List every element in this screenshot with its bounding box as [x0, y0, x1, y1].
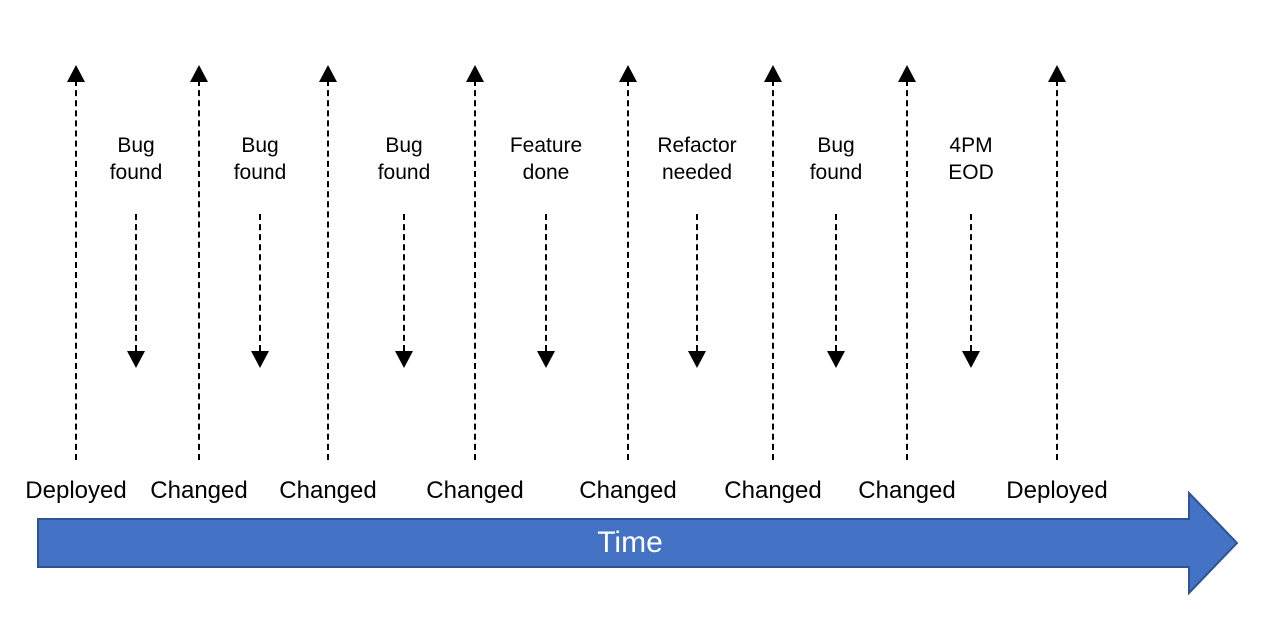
event-label: Bug found — [809, 134, 863, 184]
down-dashed-line — [403, 214, 405, 351]
up-dashed-line — [1056, 80, 1058, 460]
marker-label: Changed — [426, 477, 524, 504]
event-label: Bug found — [109, 134, 163, 184]
down-arrowhead-icon — [688, 351, 706, 368]
event-label: 4PM EOD — [948, 134, 994, 184]
up-dashed-line — [198, 80, 200, 460]
down-arrowhead-icon — [395, 351, 413, 368]
down-dashed-line — [835, 214, 837, 351]
up-arrowhead-icon — [67, 65, 85, 82]
event-label: Refactor needed — [657, 134, 737, 184]
up-arrowhead-icon — [619, 65, 637, 82]
up-dashed-line — [474, 80, 476, 460]
up-arrowhead-icon — [466, 65, 484, 82]
marker-label: Changed — [579, 477, 677, 504]
up-arrowhead-icon — [1048, 65, 1066, 82]
down-dashed-line — [135, 214, 137, 351]
up-dashed-line — [772, 80, 774, 460]
event-label: Bug found — [377, 134, 431, 184]
up-arrowhead-icon — [764, 65, 782, 82]
down-arrowhead-icon — [962, 351, 980, 368]
marker-label: Deployed — [25, 477, 127, 504]
down-arrowhead-icon — [827, 351, 845, 368]
up-arrowhead-icon — [190, 65, 208, 82]
down-arrowhead-icon — [127, 351, 145, 368]
down-dashed-line — [970, 214, 972, 351]
event-label: Feature done — [509, 134, 583, 184]
down-dashed-line — [259, 214, 261, 351]
down-dashed-line — [696, 214, 698, 351]
marker-label: Changed — [724, 477, 822, 504]
up-dashed-line — [327, 80, 329, 460]
event-label: Bug found — [233, 134, 287, 184]
down-arrowhead-icon — [537, 351, 555, 368]
time-axis-label: Time — [597, 526, 663, 559]
marker-label: Changed — [858, 477, 956, 504]
up-arrowhead-icon — [898, 65, 916, 82]
up-dashed-line — [627, 80, 629, 460]
up-arrowhead-icon — [319, 65, 337, 82]
up-dashed-line — [75, 80, 77, 460]
marker-label: Changed — [279, 477, 377, 504]
down-dashed-line — [545, 214, 547, 351]
up-dashed-line — [906, 80, 908, 460]
marker-label: Deployed — [1006, 477, 1108, 504]
down-arrowhead-icon — [251, 351, 269, 368]
marker-label: Changed — [150, 477, 248, 504]
